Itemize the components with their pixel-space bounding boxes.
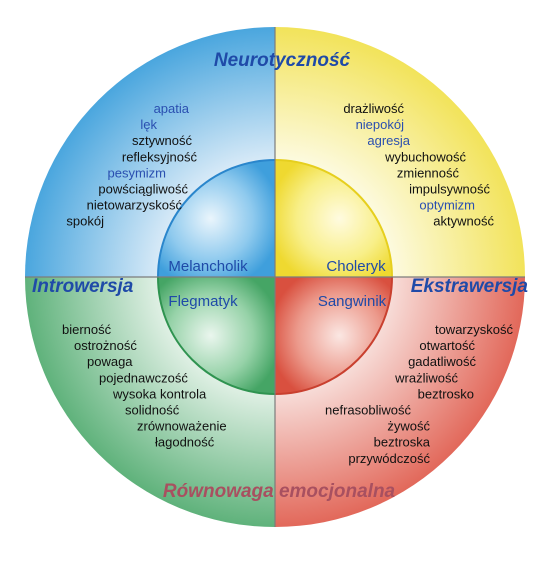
- trait-top-left-6: nietowarzyskość: [87, 198, 183, 213]
- temperament-choleryk: Choleryk: [326, 258, 386, 275]
- trait-bottom-left-2: powaga: [87, 354, 133, 369]
- axis-title-right: Ekstrawersja: [411, 276, 529, 297]
- axis-title-top: Neurotyczność: [214, 50, 351, 71]
- trait-top-left-1: lęk: [140, 117, 157, 132]
- trait-top-right-7: aktywność: [433, 214, 494, 229]
- trait-top-left-4: pesymizm: [107, 165, 166, 180]
- trait-top-right-3: wybuchowość: [384, 149, 466, 164]
- trait-top-left-7: spokój: [66, 214, 104, 229]
- inner-top-left: [158, 160, 275, 277]
- trait-list-flegmatyk: biernośćostrożnośćpowagapojednawczośćwys…: [62, 322, 227, 450]
- trait-top-right-0: drażliwość: [343, 101, 404, 116]
- axis-title-left: Introwersja: [32, 276, 134, 297]
- trait-top-right-5: impulsywność: [409, 182, 490, 197]
- trait-top-left-2: sztywność: [132, 133, 192, 148]
- trait-top-right-4: zmienność: [397, 165, 460, 180]
- trait-bottom-right-6: żywość: [387, 419, 430, 434]
- inner-arc-tl: [157, 159, 276, 278]
- temperament-sangwinik: Sangwinik: [318, 293, 387, 310]
- temperament-flegmatyk: Flegmatyk: [168, 293, 238, 310]
- trait-bottom-left-6: zrównoważenie: [137, 419, 227, 434]
- trait-top-left-3: refleksyjność: [122, 149, 198, 164]
- trait-bottom-right-1: otwartość: [419, 338, 475, 353]
- inner-arc-bl: [157, 276, 276, 395]
- trait-bottom-right-3: wrażliwość: [394, 370, 458, 385]
- trait-bottom-left-0: bierność: [62, 322, 112, 337]
- trait-bottom-right-2: gadatliwość: [408, 354, 476, 369]
- trait-top-right-6: optymizm: [419, 198, 475, 213]
- temperament-melancholik: Melancholik: [168, 258, 248, 275]
- trait-bottom-left-7: łagodność: [155, 435, 215, 450]
- trait-top-left-0: apatia: [154, 101, 190, 116]
- trait-top-left-5: powściągliwość: [98, 182, 188, 197]
- trait-bottom-right-8: przywódczość: [348, 451, 430, 466]
- trait-bottom-left-1: ostrożność: [74, 338, 137, 353]
- inner-arc-tr: [274, 159, 393, 278]
- inner-top-right: [275, 160, 392, 277]
- trait-top-right-2: agresja: [367, 133, 410, 148]
- inner-circle: [157, 159, 393, 395]
- trait-list-choleryk: drażliwośćniepokójagresjawybuchowośćzmie…: [343, 101, 494, 229]
- trait-bottom-left-3: pojednawczość: [99, 370, 188, 385]
- trait-bottom-left-4: wysoka kontrola: [112, 386, 207, 401]
- trait-bottom-right-4: beztrosko: [418, 386, 474, 401]
- trait-bottom-right-7: beztroska: [374, 435, 431, 450]
- axis-title-bottom: Równowaga emocjonalna: [163, 481, 396, 502]
- inner-bottom-left: [158, 277, 275, 394]
- inner-bottom-right: [275, 277, 392, 394]
- trait-bottom-right-0: towarzyskość: [435, 322, 514, 337]
- trait-bottom-right-5: nefrasobliwość: [325, 403, 411, 418]
- trait-list-sangwinik: towarzyskośćotwartośćgadatliwośćwrażliwo…: [325, 322, 513, 466]
- trait-bottom-left-5: solidność: [125, 403, 180, 418]
- trait-top-right-1: niepokój: [356, 117, 405, 132]
- inner-arc-br: [274, 276, 393, 395]
